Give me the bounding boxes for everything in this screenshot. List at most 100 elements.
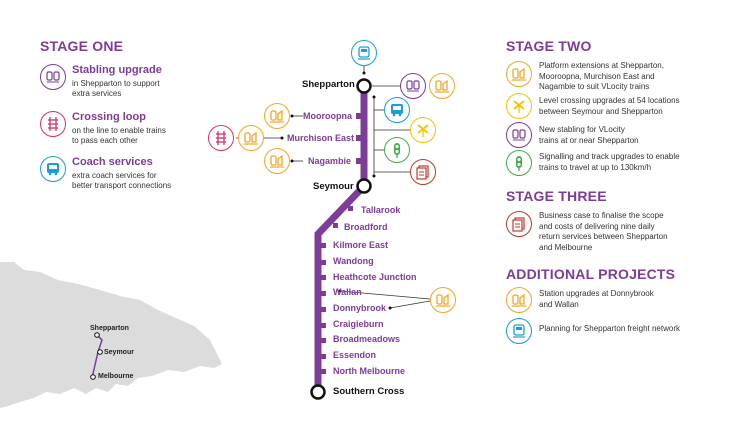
terminus-southern-cross xyxy=(310,384,326,400)
level-crossing-text: Level crossing upgrades at 54 locations … xyxy=(539,96,729,117)
level-crossing-icon xyxy=(506,93,532,119)
station-upgrades-text: Station upgrades at Donnybrook and Walla… xyxy=(539,289,729,310)
station-seymour: Seymour xyxy=(313,181,354,192)
text-line: trains to travel at up to 130km/h xyxy=(539,162,652,172)
tick-mooroopna xyxy=(356,113,362,119)
text-line: and Melbourne xyxy=(539,242,593,252)
text-line: return services between Shepparton xyxy=(539,232,668,241)
platform-icon xyxy=(238,125,264,151)
additional-projects-heading: ADDITIONAL PROJECTS xyxy=(506,266,676,282)
tick-murchison xyxy=(356,135,362,141)
coach-services-title: Coach services xyxy=(72,156,153,168)
rail-line xyxy=(314,86,368,392)
station-donnybrook: Donnybrook xyxy=(333,303,386,313)
platform-icon xyxy=(264,148,290,174)
tick-kilmore xyxy=(320,243,326,248)
tick-tallarook xyxy=(348,206,353,211)
station-mooroopna: Mooroopna xyxy=(303,111,352,121)
tick-wandong xyxy=(320,260,326,265)
tick-broadmeadows xyxy=(320,338,326,343)
station-wallan: Wallan xyxy=(333,287,362,297)
victoria-map xyxy=(0,262,222,408)
signalling-text: Signalling and track upgrades to enable … xyxy=(539,152,729,173)
platform-icon xyxy=(429,73,455,99)
freight-train-icon xyxy=(351,40,377,66)
station-north-melbourne: North Melbourne xyxy=(333,366,405,376)
map-dot-shepparton xyxy=(94,332,100,338)
stabling-upgrade-desc-2: extra services xyxy=(72,89,122,98)
tick-broadford xyxy=(333,223,338,228)
track-icon xyxy=(208,125,234,151)
crossing-loop-title: Crossing loop xyxy=(72,111,146,123)
station-kilmore-east: Kilmore East xyxy=(333,240,389,250)
map-label-seymour: Seymour xyxy=(104,349,134,356)
text-line: Signalling and track upgrades to enable xyxy=(539,152,680,161)
bus-icon xyxy=(384,97,410,123)
text-line: trains at or near Shepparton xyxy=(539,135,639,145)
map-dot-seymour xyxy=(97,349,103,355)
document-icon xyxy=(410,159,436,185)
signal-icon xyxy=(384,137,410,163)
tick-heathcote xyxy=(320,275,326,280)
tick-north-melbourne xyxy=(320,369,326,374)
signal-icon xyxy=(506,150,532,176)
station-craigieburn: Craigieburn xyxy=(333,319,384,329)
map-label-melbourne: Melbourne xyxy=(98,373,134,380)
text-line: and Wallan xyxy=(539,299,579,309)
text-line: Mooroopna, Murchison East and xyxy=(539,71,655,81)
tick-nagambie xyxy=(356,158,362,164)
freight-network-text: Planning for Shepparton freight network xyxy=(539,324,729,335)
crossing-loop-desc-1: on the line to enable trains xyxy=(72,126,166,135)
terminus-shepparton xyxy=(356,78,372,94)
platform-extensions-text: Platform extensions at Shepparton, Mooro… xyxy=(539,61,729,93)
station-southern-cross: Southern Cross xyxy=(333,386,405,397)
stabling-upgrade-desc-1: in Shepparton to support xyxy=(72,79,160,88)
station-shepparton: Shepparton xyxy=(302,79,355,90)
train-icon xyxy=(40,64,66,90)
train-icon xyxy=(400,73,426,99)
map-label-shepparton: Shepparton xyxy=(90,325,129,332)
junction-seymour xyxy=(356,178,372,194)
stage-three-heading: STAGE THREE xyxy=(506,188,607,204)
station-nagambie: Nagambie xyxy=(308,156,352,166)
track-icon xyxy=(40,111,66,137)
platform-icon xyxy=(264,103,290,129)
connector-dots xyxy=(280,71,392,310)
text-line: Station upgrades at Donnybrook xyxy=(539,289,654,298)
tick-craigieburn xyxy=(320,323,326,328)
business-case-text: Business case to finalise the scope and … xyxy=(539,211,729,253)
text-line: and costs of delivering nine daily xyxy=(539,221,655,231)
train-icon xyxy=(506,122,532,148)
level-crossing-icon xyxy=(410,117,436,143)
document-icon xyxy=(506,211,532,237)
map-dot-melbourne xyxy=(90,374,96,380)
text-line: between Seymour and Shepparton xyxy=(539,106,663,116)
tick-wallan xyxy=(320,291,326,296)
text-line: New stabling for VLocity xyxy=(539,125,625,134)
station-broadford: Broadford xyxy=(344,222,388,232)
stabling-upgrade-title: Stabling upgrade xyxy=(72,64,162,76)
text-line: Business case to finalise the scope xyxy=(539,211,664,220)
text-line: Planning for Shepparton freight network xyxy=(539,324,680,333)
station-essendon: Essendon xyxy=(333,350,377,360)
tick-essendon xyxy=(320,354,326,359)
platform-icon xyxy=(506,61,532,87)
bus-icon xyxy=(40,156,66,182)
station-tallarook: Tallarook xyxy=(361,205,401,215)
new-stabling-text: New stabling for VLocity trains at or ne… xyxy=(539,125,729,146)
text-line: Nagambie to suit VLocity trains xyxy=(539,82,650,91)
freight-train-icon xyxy=(506,318,532,344)
coach-services-desc-2: better transport connections xyxy=(72,181,172,190)
station-wandong: Wandong xyxy=(333,256,374,266)
station-broadmeadows: Broadmeadows xyxy=(333,334,401,344)
station-heathcote-junction: Heathcote Junction xyxy=(333,272,417,282)
stage-one-heading: STAGE ONE xyxy=(40,38,124,54)
platform-icon xyxy=(506,287,532,313)
crossing-loop-desc-2: to pass each other xyxy=(72,136,138,145)
tick-donnybrook xyxy=(320,307,326,312)
coach-services-desc-1: extra coach services for xyxy=(72,171,157,180)
stage-two-heading: STAGE TWO xyxy=(506,38,592,54)
platform-icon xyxy=(430,287,456,313)
text-line: Platform extensions at Shepparton, xyxy=(539,61,664,70)
